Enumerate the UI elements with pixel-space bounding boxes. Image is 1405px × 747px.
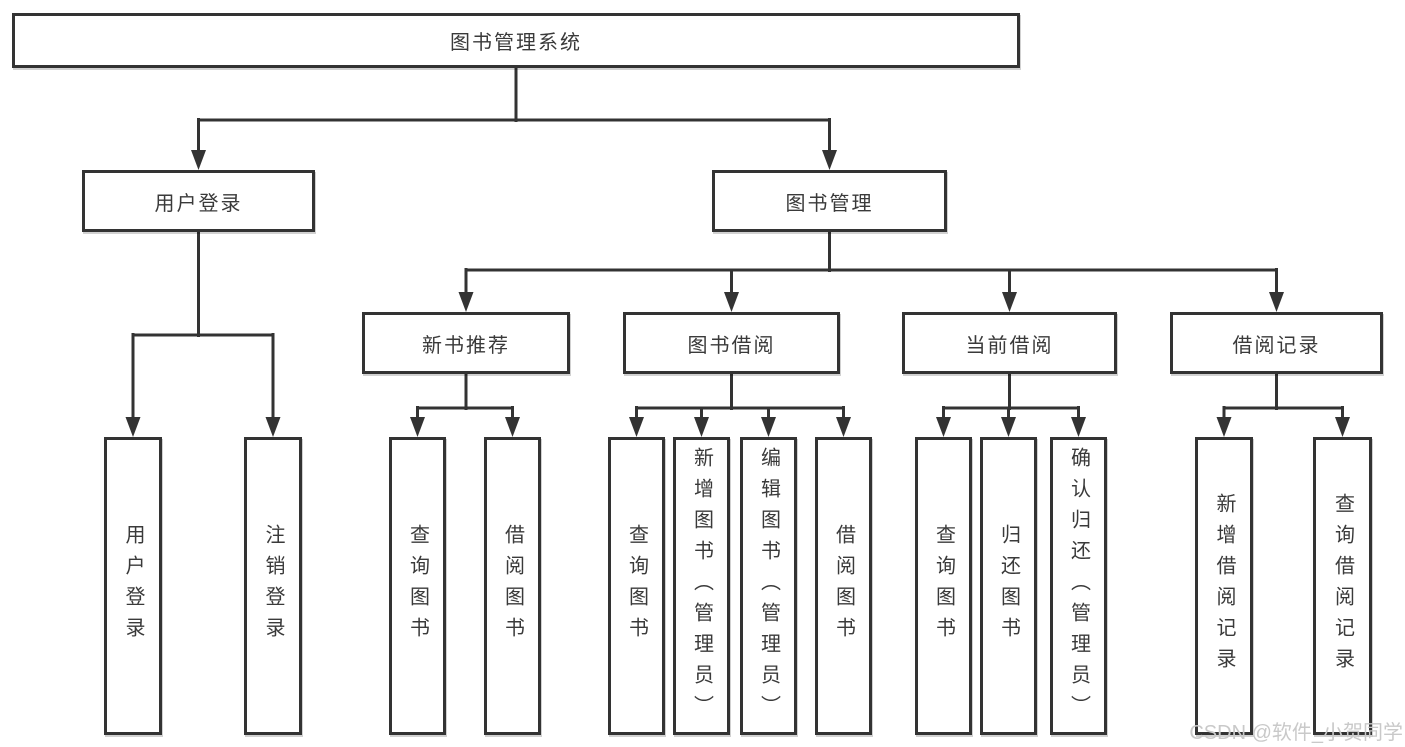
arrow-down-icon — [265, 417, 281, 437]
node-logout: 注销登录 — [244, 437, 302, 735]
arrow-down-icon — [694, 417, 709, 437]
arrowheads-group — [125, 150, 1350, 437]
node-borrowing-records: 借阅记录 — [1170, 312, 1383, 374]
node-book-management: 图书管理 — [712, 170, 947, 232]
node-borrow-books-2: 借阅图书 — [815, 437, 872, 735]
arrow-down-icon — [629, 417, 644, 437]
node-label: 图书管理系统 — [450, 32, 582, 54]
arrow-down-icon — [761, 417, 776, 437]
arrow-down-icon — [822, 150, 837, 170]
arrow-down-icon — [836, 417, 851, 437]
node-root: 图书管理系统 — [12, 13, 1020, 68]
node-query-books-3: 查询图书 — [915, 437, 972, 735]
node-current-borrowing: 当前借阅 — [902, 312, 1117, 374]
arrow-down-icon — [1002, 292, 1017, 312]
node-query-books-1: 查询图书 — [389, 437, 446, 735]
connector-path — [131, 68, 1344, 420]
node-borrow-books-1: 借阅图书 — [484, 437, 541, 735]
node-label: 注销登录 — [262, 524, 284, 648]
node-label: 当前借阅 — [965, 334, 1054, 357]
arrow-down-icon — [1001, 417, 1016, 437]
node-label: 图书管理 — [785, 192, 874, 215]
node-label: 用户登录 — [122, 524, 144, 648]
node-book-borrowing: 图书借阅 — [623, 312, 840, 374]
node-user-login: 用户登录 — [82, 170, 315, 232]
node-new-book-recommend: 新书推荐 — [362, 312, 570, 374]
node-user-login-leaf: 用户登录 — [104, 437, 162, 735]
node-add-books-admin: 新增图书（管理员） — [673, 437, 730, 735]
arrow-down-icon — [936, 417, 951, 437]
node-label: 新增借阅记录 — [1213, 493, 1235, 679]
arrow-down-icon — [1335, 417, 1350, 437]
watermark-text: CSDN @软件_小贺同学 — [1189, 722, 1403, 744]
arrow-down-icon — [125, 417, 141, 437]
node-label: 查询图书 — [932, 524, 955, 648]
node-query-borrow-record: 查询借阅记录 — [1313, 437, 1372, 735]
node-label: 查询借阅记录 — [1331, 493, 1354, 679]
node-query-books-2: 查询图书 — [608, 437, 665, 735]
node-label: 借阅记录 — [1232, 334, 1321, 357]
node-label: 归还图书 — [997, 524, 1020, 648]
node-label: 查询图书 — [625, 524, 648, 648]
node-label: 借阅图书 — [501, 524, 524, 648]
arrow-down-icon — [410, 417, 425, 437]
node-label: 借阅图书 — [832, 524, 855, 648]
arrow-down-icon — [458, 292, 474, 312]
node-edit-books-admin: 编辑图书（管理员） — [740, 437, 797, 735]
node-label: 新书推荐 — [422, 334, 510, 357]
node-label: 查询图书 — [406, 524, 429, 648]
arrow-down-icon — [191, 150, 206, 170]
node-label: 新增图书（管理员） — [690, 446, 713, 726]
arrow-down-icon — [724, 292, 739, 312]
node-label: 用户登录 — [154, 192, 243, 215]
node-add-borrow-record: 新增借阅记录 — [1195, 437, 1253, 735]
arrow-down-icon — [1216, 417, 1232, 437]
node-label: 确认归还（管理员） — [1067, 446, 1090, 726]
node-confirm-return-admin: 确认归还（管理员） — [1050, 437, 1107, 735]
node-label: 图书借阅 — [687, 334, 776, 357]
arrow-down-icon — [1269, 292, 1284, 312]
node-return-books: 归还图书 — [980, 437, 1037, 735]
arrow-down-icon — [505, 417, 520, 437]
arrow-down-icon — [1071, 417, 1086, 437]
node-label: 编辑图书（管理员） — [757, 446, 780, 726]
